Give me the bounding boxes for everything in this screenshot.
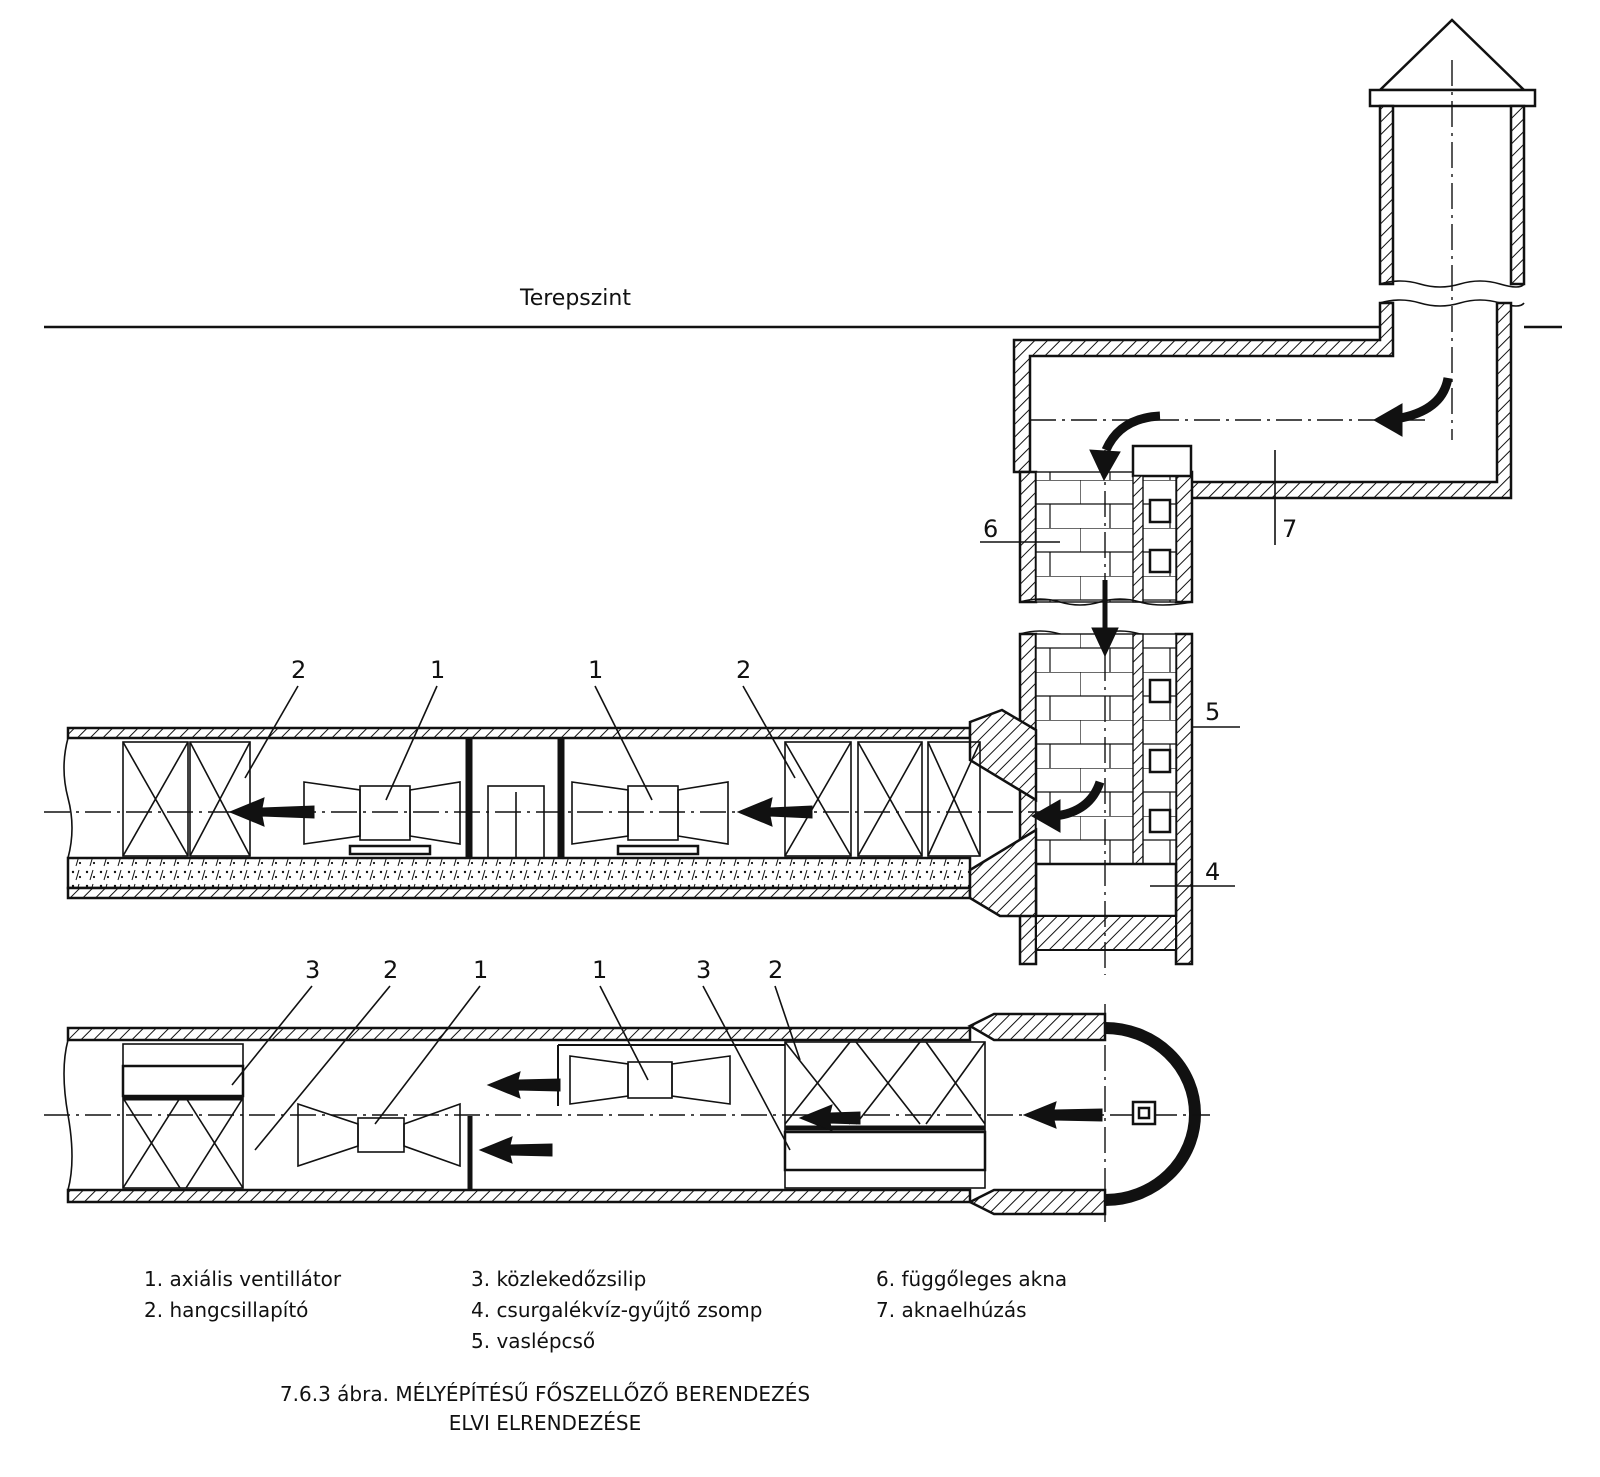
figure-caption: 7.6.3 ábra. MÉLYÉPÍTÉSŰ FŐSZELLŐZŐ BEREN… [0,1380,1090,1438]
airflow-arrows-upper [228,377,1453,833]
callout-2-lower-left: 2 [383,956,398,984]
legend-item-5: 5. vaslépcső [471,1329,596,1353]
callout-1-lower-left: 1 [473,956,488,984]
plan-silencer-left [121,1043,245,1189]
legend-item-3: 3. közlekedőzsilip [471,1267,647,1291]
callout-7: 7 [1282,515,1297,543]
sump [1034,862,1178,918]
callout-5: 5 [1205,698,1220,726]
caption-line-1: 7.6.3 ábra. MÉLYÉPÍTÉSŰ FŐSZELLŐZŐ BEREN… [279,1382,811,1406]
caption-line-2: ELVI ELRENDEZÉSE [448,1411,642,1435]
callout-leaders [231,541,1240,1151]
callout-3-lower-left: 3 [305,956,320,984]
callout-3-lower-right: 3 [696,956,711,984]
legend-item-6: 6. függőleges akna [876,1267,1068,1291]
lower-tunnel-plan [44,1004,1210,1222]
legend-column-2: 3. közlekedőzsilip 4. csurgalékvíz-gyűjt… [471,1264,762,1357]
tunnel-partition-door [465,737,565,859]
silencer-right [784,741,981,857]
axial-fan-right [571,781,729,856]
callout-1-lower-right: 1 [592,956,607,984]
callout-6: 6 [983,515,998,543]
ground-level-label: Terepszint [519,286,631,311]
callout-2-upper-left: 2 [291,656,306,684]
ground-level: Terepszint [44,286,1562,329]
callout-1-upper-left: 1 [430,656,445,684]
legend-column-3: 6. függőleges akna 7. aknaelhúzás [876,1264,1067,1326]
plan-silencer-right [783,1041,987,1189]
callout-numbers: 2 1 1 2 6 7 5 4 3 2 1 1 3 2 [291,515,1297,984]
callout-2-upper-right: 2 [736,656,751,684]
ladder-top [1131,444,1193,478]
callout-1-upper-right: 1 [588,656,603,684]
airflow-arrows-lower [478,1071,1103,1164]
legend-item-7: 7. aknaelhúzás [876,1298,1027,1322]
legend-item-2: 2. hangcsillapító [144,1298,309,1322]
legend-column-1: 1. axiális ventillátor 2. hangcsillapító [144,1264,341,1326]
callout-2-lower-right: 2 [768,956,783,984]
silencer-left [122,741,251,857]
axial-fan-left [303,781,461,856]
exhaust-stack [1368,18,1537,440]
plan-fan-lower [297,1102,461,1168]
callout-4: 4 [1205,858,1220,886]
upper-tunnel [44,377,1453,918]
legend-item-4: 4. csurgalékvíz-gyűjtő zsomp [471,1298,763,1322]
plan-fan-upper [569,1055,731,1105]
legend-item-1: 1. axiális ventillátor [144,1267,342,1291]
